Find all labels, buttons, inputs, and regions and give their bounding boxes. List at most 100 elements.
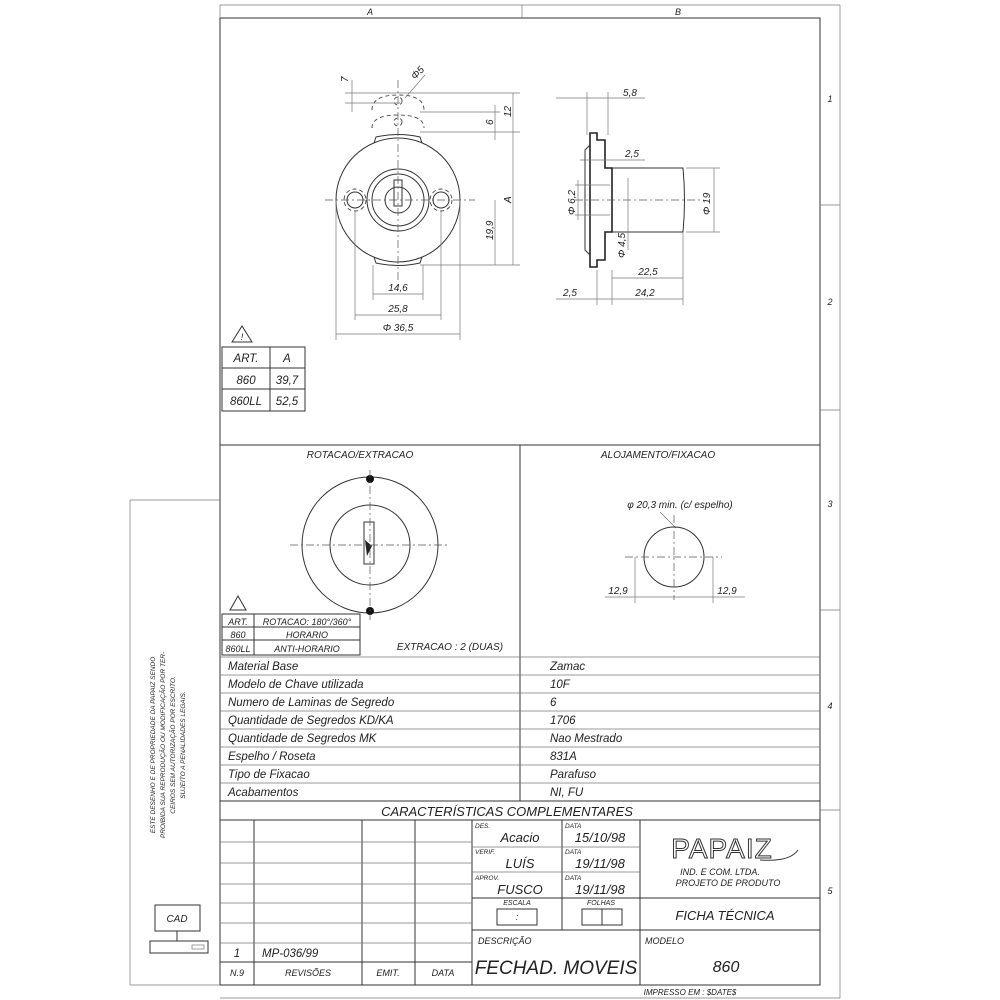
date-label: DATA (565, 875, 581, 882)
extraction-note: EXTRACAO : 2 (DUAS) (397, 642, 503, 653)
spec-label: Acabamentos (227, 787, 299, 799)
dim-label: 2,5 (562, 288, 577, 299)
approval-role: VERIF. (475, 849, 495, 856)
table-cell: 39,7 (276, 375, 299, 387)
dim-label: Φ 4,5 (617, 233, 628, 258)
papaiz-logo: PAPAIZ IND. E COM. LTDA. PROJETO DE PROD… (671, 833, 799, 888)
model-label: MODELO (645, 936, 684, 946)
logo-text: PAPAIZ (671, 833, 772, 864)
diameter-note: φ 20,3 min. (c/ espelho) (627, 500, 732, 511)
sheets-label: FOLHAS (587, 900, 615, 907)
panel-title: ROTACAO/EXTRACAO (307, 450, 414, 461)
dim-label: 12 (503, 105, 514, 117)
spec-value: 6 (550, 697, 557, 709)
spec-label: Numero de Laminas de Segredo (228, 697, 395, 709)
table-header: A (282, 353, 291, 365)
printed-date: IMPRESSO EM : $DATE$ (644, 988, 737, 997)
table-cell: 860LL (225, 644, 250, 654)
dim-label: 19,9 (485, 220, 496, 240)
table-header: REVISÕES (285, 968, 331, 978)
approvals-block: DES.AcacioDATA15/10/98VERIF.LUÍSDATA19/1… (472, 820, 820, 985)
grid-row-1: 1 (827, 94, 832, 104)
complementary-title: CARACTERÍSTICAS COMPLEMENTARES (381, 804, 633, 819)
notice-line: CEIROS SEM AUTORIZAÇÃO POR ESCRITO. (168, 676, 177, 814)
sheet-frame (129, 4, 841, 999)
model-value: 860 (713, 959, 740, 976)
approval-date: 19/11/98 (575, 882, 625, 897)
document-type: FICHA TÉCNICA (675, 908, 774, 923)
table-cell: 860LL (230, 396, 262, 408)
spec-label: Quantidade de Segredos MK (228, 733, 378, 745)
table-cell: ANTI-HORARIO (273, 644, 340, 654)
grid-row-4: 4 (827, 701, 832, 711)
dim-label: 25,8 (387, 304, 408, 315)
revisions-table: 1 MP-036/99 N.9 REVISÕES EMIT. DATA (220, 820, 473, 985)
dim-label: A (503, 196, 514, 204)
spec-value: 1706 (550, 715, 576, 727)
approver-name: LUÍS (506, 856, 535, 871)
revision-code: MP-036/99 (262, 948, 319, 960)
dim-label: 2,5 (624, 149, 639, 160)
company-name: IND. E COM. LTDA. (680, 867, 760, 877)
spec-label: Quantidade de Segredos KD/KA (228, 715, 394, 727)
scale-value: : (516, 912, 519, 922)
scale-box (496, 908, 538, 926)
grid-column-b: B (675, 7, 681, 17)
spec-value: NI, FU (550, 787, 584, 799)
cad-computer-icon: CAD (149, 904, 209, 954)
table-header: ROTACAO: 180°/360° (263, 617, 352, 627)
dim-label: Φ5 (409, 64, 427, 82)
table-header: DATA (432, 968, 455, 978)
warning-mark: ! (241, 332, 244, 342)
spec-value: 831A (550, 751, 577, 763)
warning-triangle-icon: ! (231, 325, 253, 343)
table-cell: 860 (230, 630, 245, 640)
dim-label: 7 (340, 76, 351, 82)
grid-row-2: 2 (826, 297, 832, 307)
dim-label: Φ 6,2 (567, 190, 578, 215)
rotation-extraction-panel: ROTACAO/EXTRACAO ART. ROTACAO: 180°/360°… (221, 450, 503, 656)
table-header: ART. (227, 617, 248, 627)
table-cell: HORARIO (286, 630, 328, 640)
dim-label: 12,9 (717, 586, 737, 597)
approval-role: APROV. (474, 875, 499, 882)
table-cell: 860 (236, 375, 256, 387)
approval-role: DES. (475, 823, 490, 830)
grid-column-a: A (366, 7, 373, 17)
dim-label: 24,2 (634, 288, 655, 299)
approver-name: Acacio (499, 830, 539, 845)
spec-value: Nao Mestrado (550, 733, 623, 745)
legal-notice: ESTE DESENHO E DE PROPRIEDADE DA PAPAIZ … (150, 651, 187, 838)
dim-label: 12,9 (608, 586, 628, 597)
description-value: FECHAD. MOVEIS (475, 958, 638, 979)
dim-label: 14,6 (388, 283, 408, 294)
spec-value: Zamac (549, 661, 585, 673)
spec-label: Espelho / Roseta (228, 751, 316, 763)
scale-label: ESCALA (503, 900, 531, 907)
approver-name: FUSCO (497, 882, 543, 897)
table-header: N.9 (230, 968, 244, 978)
spec-value: 10F (550, 679, 571, 691)
table-header: EMIT. (376, 968, 399, 978)
grid-row-5: 5 (827, 886, 833, 896)
approval-date: 19/11/98 (575, 856, 625, 871)
revision-number: 1 (234, 948, 240, 960)
spec-value: Parafuso (550, 769, 597, 781)
dim-label: 5,8 (623, 88, 637, 99)
dim-label: 6 (485, 119, 496, 125)
description-label: DESCRIÇÃO (478, 936, 532, 946)
dim-label: Φ 36,5 (383, 323, 414, 334)
company-department: PROJETO DE PRODUTO (676, 878, 781, 888)
notice-line: ESTE DESENHO E DE PROPRIEDADE DA PAPAIZ … (150, 657, 157, 834)
art-dimension-table: ART. A 860 39,7 860LL 52,5 (221, 346, 306, 412)
housing-fixation-panel: ALOJAMENTO/FIXACAO φ 20,3 min. (c/ espel… (600, 450, 745, 603)
panel-title: ALOJAMENTO/FIXACAO (600, 450, 716, 461)
date-label: DATA (565, 823, 581, 830)
cad-label: CAD (166, 914, 187, 925)
dim-label: Φ 19 (702, 192, 713, 215)
front-view-drawing: 7 Φ5 6 12 A 19,9 14,6 25,8 Φ 36,5 (325, 64, 520, 340)
notice-line: SUJEITO A PENALIDADES LEGAIS. (180, 691, 187, 799)
side-view-drawing: 5,8 2,5 Φ 6,2 Φ 4,5 Φ 19 22,5 2,5 24,2 (556, 88, 720, 305)
